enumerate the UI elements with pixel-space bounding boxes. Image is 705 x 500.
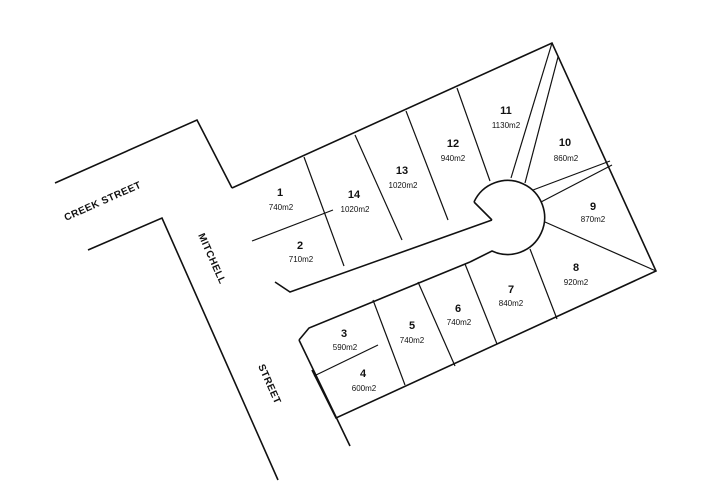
lot-12: 12 940m2 xyxy=(441,138,466,163)
north-lot-lines xyxy=(251,42,613,267)
creek-street-label: CREEK STREET xyxy=(63,180,144,224)
svg-text:600m2: 600m2 xyxy=(352,384,377,393)
svg-text:11: 11 xyxy=(500,105,512,117)
lot-10: 10 860m2 xyxy=(554,137,579,163)
svg-text:4: 4 xyxy=(360,368,367,380)
svg-text:1130m2: 1130m2 xyxy=(492,121,521,130)
svg-text:740m2: 740m2 xyxy=(269,203,294,212)
svg-text:12: 12 xyxy=(447,138,459,150)
svg-text:14: 14 xyxy=(348,189,361,201)
svg-text:1020m2: 1020m2 xyxy=(389,181,418,190)
lot-9: 9 870m2 xyxy=(581,201,606,224)
svg-text:860m2: 860m2 xyxy=(554,154,579,163)
mitchell-street-label: MITCHELL xyxy=(195,232,227,286)
svg-text:1020m2: 1020m2 xyxy=(341,205,370,214)
svg-text:590m2: 590m2 xyxy=(333,343,358,352)
svg-text:2: 2 xyxy=(297,240,303,252)
lot-2: 2 710m2 xyxy=(289,240,314,264)
svg-text:8: 8 xyxy=(573,262,579,274)
court-road-north-edge xyxy=(274,219,493,293)
lot-1: 1 740m2 xyxy=(269,187,294,212)
court-road-link xyxy=(473,201,493,221)
svg-text:840m2: 840m2 xyxy=(499,299,524,308)
svg-text:6: 6 xyxy=(455,303,461,315)
lot-3: 3 590m2 xyxy=(333,328,358,352)
svg-text:5: 5 xyxy=(409,320,415,332)
subdivision-boundary xyxy=(231,41,658,420)
svg-text:740m2: 740m2 xyxy=(400,336,425,345)
lot-4: 4 600m2 xyxy=(352,368,377,393)
svg-text:940m2: 940m2 xyxy=(441,154,466,163)
svg-text:710m2: 710m2 xyxy=(289,255,314,264)
lot-5: 5 740m2 xyxy=(400,320,425,345)
cul-de-sac-bulb xyxy=(469,179,546,263)
svg-text:1: 1 xyxy=(277,187,283,199)
svg-text:740m2: 740m2 xyxy=(447,318,472,327)
mitchell-street-label-2: STREET xyxy=(255,363,282,406)
lot-13: 13 1020m2 xyxy=(389,165,418,190)
svg-text:9: 9 xyxy=(590,201,596,213)
svg-text:7: 7 xyxy=(508,284,514,296)
lot-7: 7 840m2 xyxy=(499,284,524,308)
lot-11: 11 1130m2 xyxy=(492,105,521,130)
svg-text:920m2: 920m2 xyxy=(564,278,589,287)
lot-6: 6 740m2 xyxy=(447,303,472,327)
svg-text:13: 13 xyxy=(396,165,408,177)
mitchell-street-east-edge-south xyxy=(298,339,351,447)
lot-14: 14 1020m2 xyxy=(341,189,370,214)
lot-8: 8 920m2 xyxy=(564,262,589,287)
svg-text:10: 10 xyxy=(559,137,571,149)
court-road-south-edge xyxy=(298,261,471,341)
mitchell-street-west-edge xyxy=(87,216,279,481)
creek-street-north-edge xyxy=(54,118,233,189)
svg-text:870m2: 870m2 xyxy=(581,215,606,224)
svg-text:3: 3 xyxy=(341,328,347,340)
south-lot-lines xyxy=(313,221,657,386)
